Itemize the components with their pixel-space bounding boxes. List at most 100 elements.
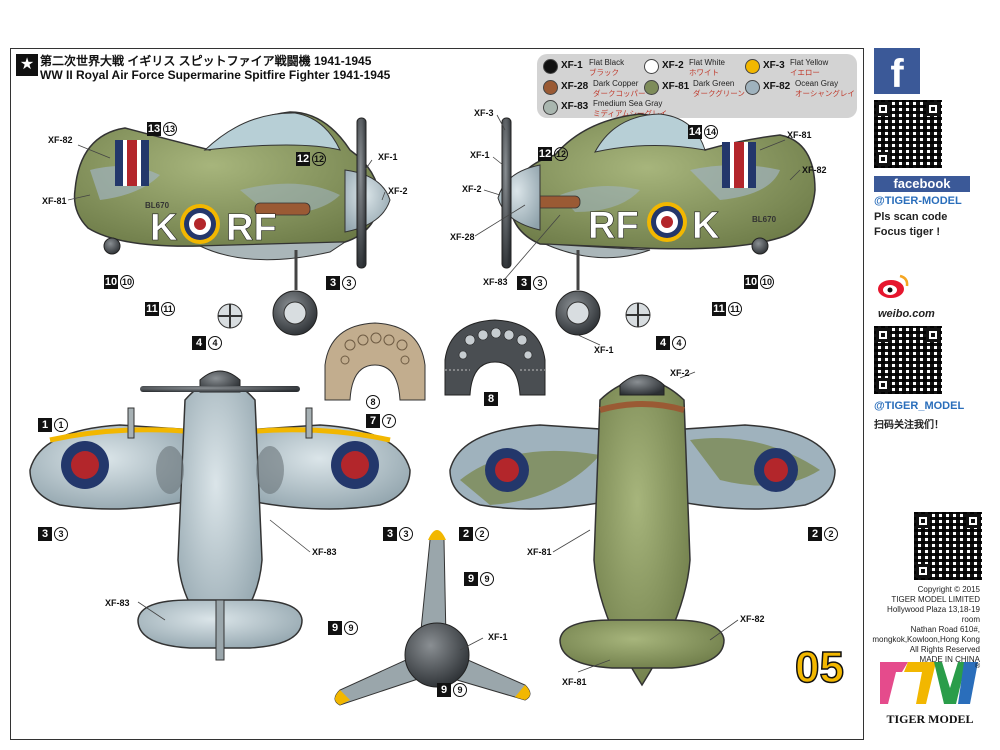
callout-xf1: XF-1	[488, 632, 508, 642]
code-letters-rf: RF	[588, 205, 639, 247]
product-qr-code[interactable]	[914, 512, 982, 580]
color-name: Flat Yellow	[790, 58, 829, 67]
facebook-handle[interactable]: @TIGER-MODEL	[874, 195, 962, 207]
scan-instruction-2: Focus tiger !	[874, 226, 941, 238]
scan-instruction-1: Pls scan code	[874, 211, 948, 223]
facebook-qr-code[interactable]	[874, 100, 942, 168]
copyright-line: mongkok,Kowloon,Hong Kong	[872, 635, 980, 644]
serial-number: BL670	[752, 215, 777, 224]
color-swatch	[543, 100, 558, 115]
code-letters-rf: RF	[226, 207, 277, 249]
callout-xf83: XF-83	[483, 277, 508, 287]
copyright-line: All Rights Reserved	[909, 645, 980, 654]
color-name: Ocean Gray	[795, 79, 839, 88]
code-letter-k: K	[150, 207, 178, 249]
color-code: XF-3	[763, 60, 785, 71]
color-kana: ブラック	[589, 68, 619, 77]
svg-text:®: ®	[975, 662, 981, 670]
tiger-model-logo: ®	[880, 662, 981, 704]
callout-xf81: XF-81	[527, 547, 552, 557]
color-kana: イエロー	[790, 68, 820, 77]
callout-xf1: XF-1	[594, 345, 614, 355]
callout-xf81: XF-81	[562, 677, 587, 687]
title-japanese: 第二次世界大戦 イギリス スピットファイア戦闘機 1941-1945	[40, 54, 372, 68]
code-letter-k: K	[692, 205, 720, 247]
color-name: Fmedium Sea Gray	[593, 99, 663, 108]
facebook-icon[interactable]: f	[874, 48, 920, 96]
color-swatch	[543, 59, 558, 74]
facebook-label: facebook	[874, 176, 970, 192]
instrument-panel-part	[444, 319, 546, 396]
weibo-qr-code[interactable]	[874, 326, 942, 394]
side-view-left: K RF BL670	[73, 111, 391, 336]
callout-xf82: XF-82	[48, 135, 73, 145]
color-code: XF-83	[561, 101, 589, 112]
callout-xf1: XF-1	[378, 152, 398, 162]
weibo-icon[interactable]	[876, 270, 910, 300]
weibo-label: weibo.com	[878, 308, 935, 320]
color-palette: XF-1 Flat Black ブラック XF-2 Flat White ホワイ…	[537, 54, 857, 118]
color-kana: ホワイト	[689, 68, 719, 77]
decal-number: 8	[484, 392, 498, 406]
top-view-green	[449, 374, 836, 687]
callout-xf81: XF-81	[787, 130, 812, 140]
callout-xf2: XF-2	[462, 184, 482, 194]
callout-xf28: XF-28	[450, 232, 475, 242]
color-swatch	[644, 59, 659, 74]
color-swatch	[745, 80, 760, 95]
copyright-line: Copyright © 2015	[917, 585, 980, 594]
callout-xf1: XF-1	[470, 150, 490, 160]
callout-xf83: XF-83	[105, 598, 130, 608]
title-english: WW II Royal Air Force Supermarine Spitfi…	[40, 68, 391, 82]
color-swatch	[745, 59, 760, 74]
serial-number: BL670	[145, 201, 170, 210]
color-kana: ダークコッパー	[593, 89, 646, 98]
color-code: XF-82	[763, 81, 791, 92]
brand-name: TIGER MODEL	[886, 712, 974, 726]
weibo-handle[interactable]: @TIGER_MODEL	[874, 400, 965, 412]
weibo-follow-text: 扫码关注我们！	[874, 420, 944, 431]
callout-xf81: XF-81	[42, 196, 67, 206]
decal-number: 8	[366, 395, 380, 409]
color-kana: オーシャングレイ	[795, 89, 855, 98]
copyright-line: MADE IN CHINA	[919, 655, 980, 664]
color-kana: ミディアムシーグレイ	[593, 109, 667, 118]
color-code: XF-1	[561, 60, 583, 71]
copyright-line: TIGER MODEL LIMITED	[891, 595, 980, 604]
leader-lines	[67, 114, 801, 673]
color-swatch	[644, 80, 659, 95]
copyright-line: Hollywood Plaza 13,18-19 room	[887, 605, 980, 624]
color-code: XF-28	[561, 81, 589, 92]
propeller	[334, 530, 531, 706]
callout-xf82: XF-82	[802, 165, 827, 175]
top-view-gray	[29, 370, 411, 661]
page-frame	[10, 48, 864, 740]
callout-xf82: XF-82	[740, 614, 765, 624]
page-number: 05	[794, 642, 844, 693]
callout-xf2: XF-2	[670, 368, 690, 378]
star-icon: ★	[16, 54, 38, 76]
color-name: Dark Copper	[593, 79, 639, 88]
